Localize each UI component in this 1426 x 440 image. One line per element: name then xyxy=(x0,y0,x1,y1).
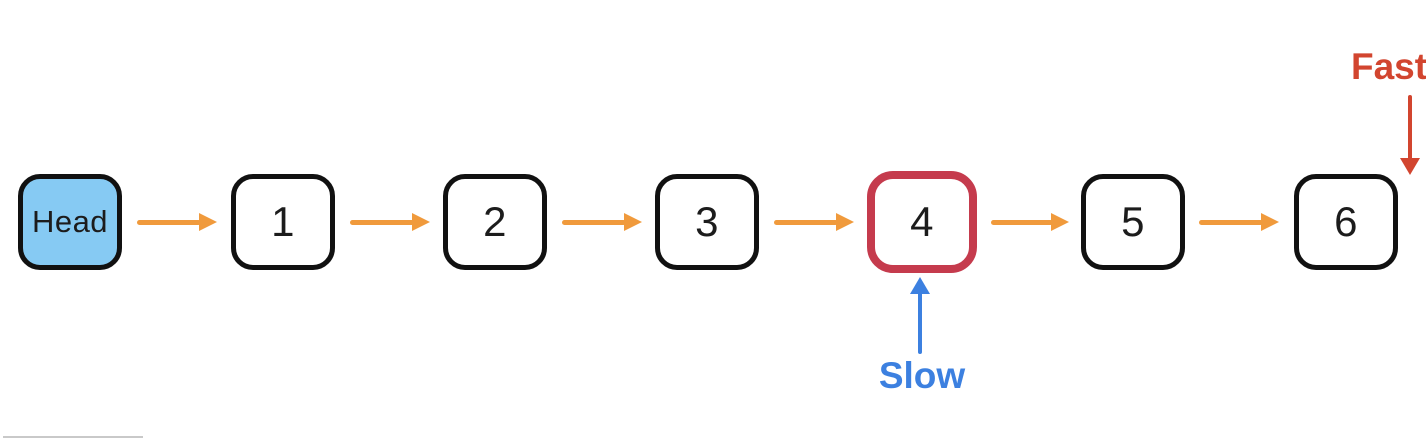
link-arrow-3-to-4-icon xyxy=(774,213,854,231)
fast-pointer-arrow-icon xyxy=(1400,95,1420,175)
link-arrow-4-to-5-icon xyxy=(991,213,1069,231)
link-arrow-1-to-2-icon xyxy=(350,213,430,231)
node-6: 6 xyxy=(1294,174,1398,270)
slow-pointer-arrow-icon xyxy=(910,277,930,354)
node-2-label: 2 xyxy=(483,198,507,245)
node-5-label: 5 xyxy=(1121,198,1145,245)
node-head-label: Head xyxy=(31,204,109,239)
node-5: 5 xyxy=(1081,174,1185,270)
arrow-shaft xyxy=(137,219,201,225)
cutoff-element-edge xyxy=(3,436,143,438)
link-arrow-2-to-3-icon xyxy=(562,213,642,231)
fast-pointer-label: Fast xyxy=(1351,46,1426,87)
node-2: 2 xyxy=(443,174,547,270)
node-head: Head xyxy=(18,174,122,270)
node-4-highlighted: 4 xyxy=(867,171,977,273)
arrow-tip xyxy=(910,277,930,294)
arrow-shaft xyxy=(562,219,626,225)
arrow-tip xyxy=(1051,213,1069,231)
arrow-tip xyxy=(199,213,217,231)
arrow-shaft xyxy=(350,219,414,225)
node-1-label: 1 xyxy=(271,198,295,245)
node-3: 3 xyxy=(655,174,759,270)
arrow-shaft xyxy=(1199,219,1263,225)
arrow-tip xyxy=(624,213,642,231)
link-arrow-head-to-1-icon xyxy=(137,213,217,231)
node-1: 1 xyxy=(231,174,335,270)
arrow-tip xyxy=(412,213,430,231)
node-6-label: 6 xyxy=(1334,198,1358,245)
arrow-shaft xyxy=(991,219,1053,225)
slow-pointer-label: Slow xyxy=(878,355,966,396)
arrow-shaft xyxy=(774,219,838,225)
arrow-tip xyxy=(1400,158,1420,175)
node-3-label: 3 xyxy=(695,198,719,245)
arrow-shaft xyxy=(1408,95,1412,160)
node-4-label: 4 xyxy=(910,198,934,245)
link-arrow-5-to-6-icon xyxy=(1199,213,1279,231)
arrow-tip xyxy=(836,213,854,231)
arrow-tip xyxy=(1261,213,1279,231)
arrow-shaft xyxy=(918,292,922,354)
